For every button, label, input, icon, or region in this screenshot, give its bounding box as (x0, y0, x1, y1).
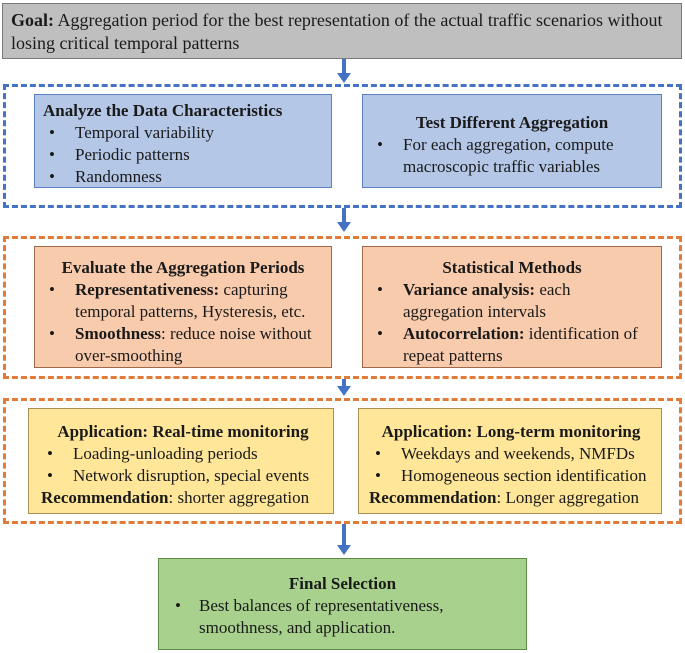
list-item: •Randomness (49, 167, 162, 186)
list-item: •Periodic patterns (49, 145, 190, 164)
arrowhead-goal-to-analysis (337, 73, 351, 83)
longterm-title: Application: Long-term monitoring (381, 422, 641, 441)
analyze-title: Analyze the Data Characteristics (43, 101, 283, 120)
bullet-dot: • (49, 123, 55, 142)
evaluation-group (3, 236, 682, 379)
statistical-list: •Variance analysis: each aggregation int… (371, 279, 653, 367)
list-item: •Smoothness: reduce noise without over-s… (49, 324, 312, 365)
longterm-recommendation: Recommendation: Longer aggregation (369, 488, 640, 507)
analyze-list: •Temporal variability •Periodic patterns… (43, 122, 323, 188)
application-group (3, 398, 682, 524)
test-list: •For each aggregation, compute macroscop… (371, 134, 653, 178)
goal-box: Goal: Aggregation period for the best re… (2, 3, 682, 59)
arrowhead-analysis-to-evaluation (337, 222, 351, 232)
analyze-box: Analyze the Data Characteristics •Tempor… (34, 94, 332, 188)
list-item: •Network disruption, special events (47, 466, 310, 485)
list-item: •Loading-unloading periods (47, 444, 258, 463)
arrow-analysis-to-evaluation (342, 208, 346, 223)
final-list: •Best balances of representativeness, sm… (169, 595, 516, 639)
final-box: Final Selection •Best balances of repres… (158, 558, 527, 650)
statistical-title: Statistical Methods (442, 258, 582, 277)
test-title: Test Different Aggregation (415, 113, 609, 132)
evaluate-title: Evaluate the Aggregation Periods (61, 258, 305, 277)
bullet-dot: • (375, 444, 381, 463)
bullet-dot: • (49, 145, 55, 164)
realtime-recommendation: Recommendation: shorter aggregation (41, 488, 310, 507)
bullet-dot: • (375, 466, 381, 485)
bullet-dot: • (47, 444, 53, 463)
arrow-application-to-final (342, 524, 346, 546)
bullet-dot: • (49, 280, 55, 299)
evaluate-box: Evaluate the Aggregation Periods •Repres… (34, 246, 332, 368)
evaluate-list: •Representativeness: capturing temporal … (43, 279, 323, 367)
realtime-list: •Loading-unloading periods •Network disr… (41, 443, 325, 487)
bullet-dot: • (175, 596, 181, 615)
list-item: •Best balances of representativeness, sm… (175, 596, 444, 637)
list-item: •Weekdays and weekends, NMFDs (375, 444, 635, 463)
goal-label: Goal: (11, 10, 54, 30)
test-box: Test Different Aggregation •For each agg… (362, 94, 662, 188)
list-item: •Homogeneous section identification (375, 466, 647, 485)
realtime-box: Application: Real-time monitoring •Loadi… (28, 408, 334, 514)
arrowhead-application-to-final (337, 545, 351, 555)
goal-text: Aggregation period for the best represen… (11, 10, 663, 53)
bullet-dot: • (49, 167, 55, 186)
arrow-evaluation-to-application (342, 379, 346, 387)
arrow-goal-to-analysis (342, 59, 346, 74)
final-title: Final Selection (288, 574, 397, 593)
bullet-dot: • (377, 135, 383, 154)
longterm-list: •Weekdays and weekends, NMFDs •Homogeneo… (369, 443, 653, 487)
bullet-dot: • (47, 466, 53, 485)
analysis-group (3, 84, 682, 208)
list-item: •Representativeness: capturing temporal … (49, 280, 306, 321)
bullet-dot: • (377, 324, 383, 343)
list-item: •Variance analysis: each aggregation int… (377, 280, 571, 321)
bullet-dot: • (377, 280, 383, 299)
bullet-dot: • (49, 324, 55, 343)
list-item: •For each aggregation, compute macroscop… (377, 135, 614, 176)
statistical-box: Statistical Methods •Variance analysis: … (362, 246, 662, 368)
realtime-title: Application: Real-time monitoring (57, 422, 309, 441)
list-item: •Autocorrelation: identification of repe… (377, 324, 638, 365)
arrowhead-evaluation-to-application (337, 386, 351, 396)
longterm-box: Application: Long-term monitoring •Weekd… (358, 408, 662, 514)
list-item: •Temporal variability (49, 123, 215, 142)
